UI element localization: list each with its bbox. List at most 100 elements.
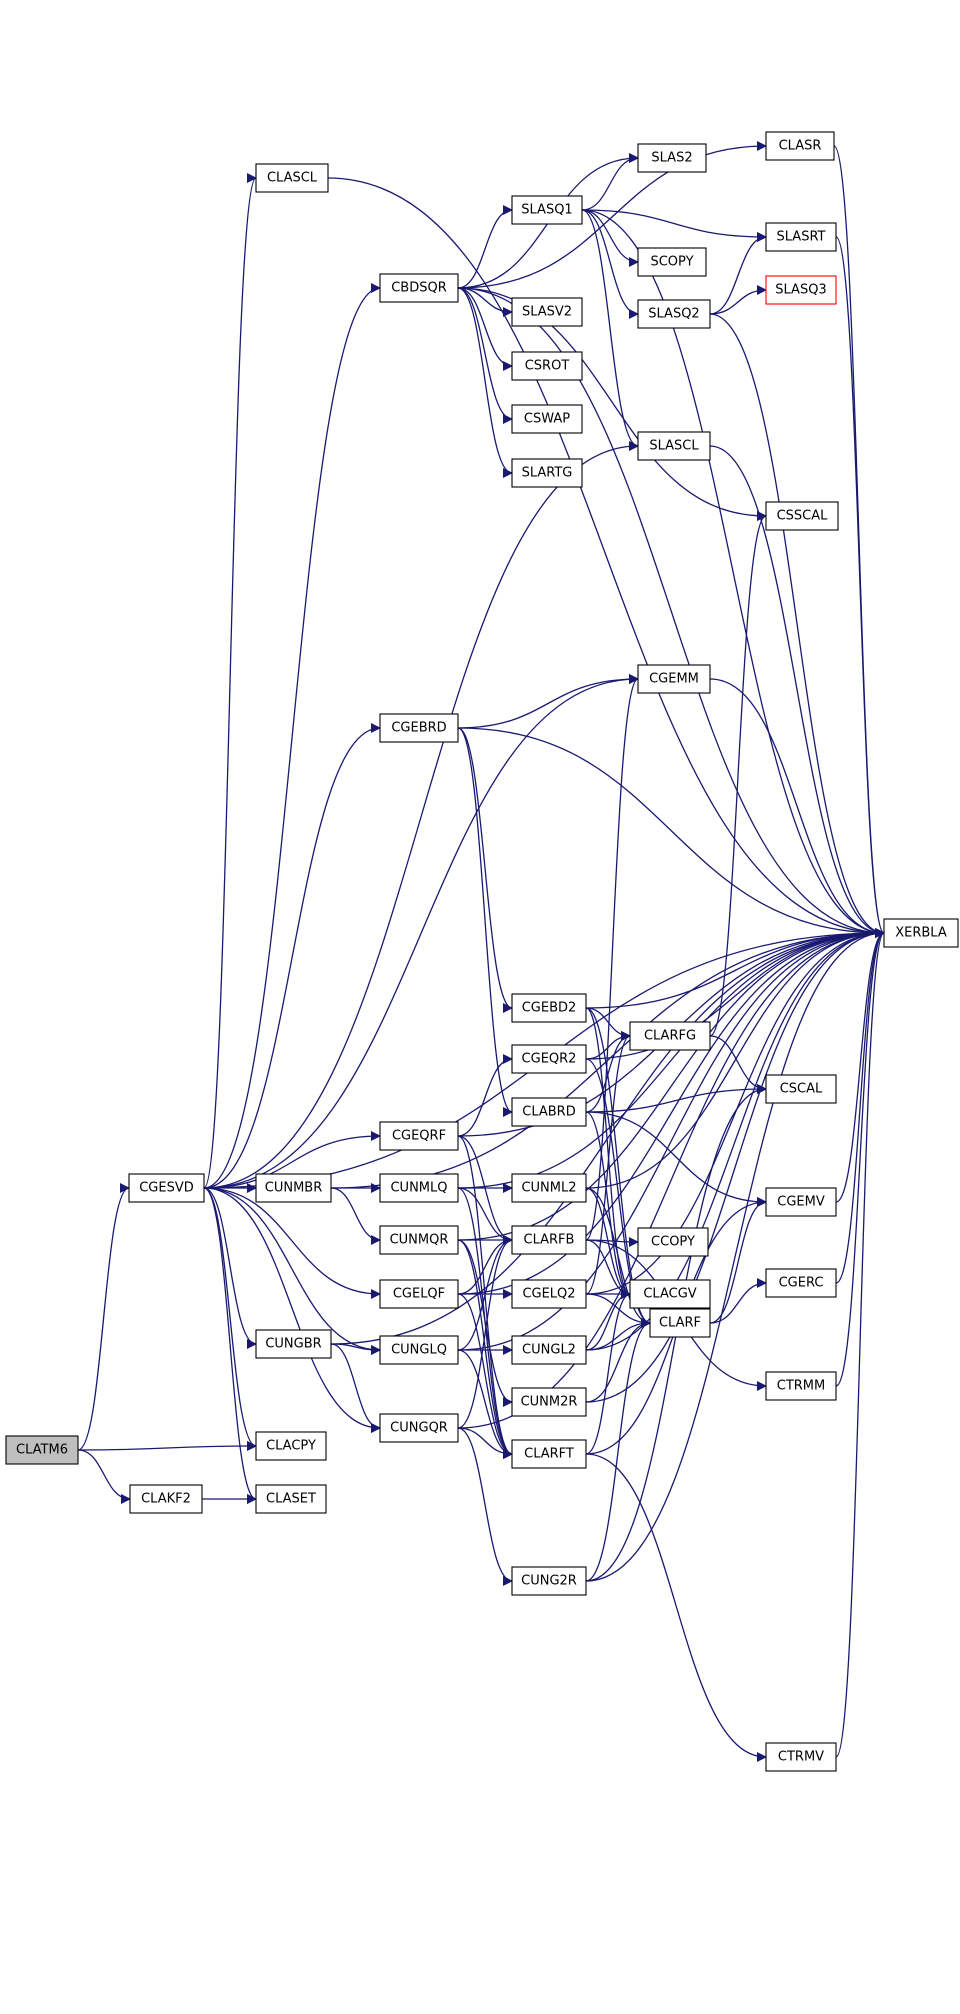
node-cungqr[interactable]: CUNGQR [379,1413,459,1443]
node-cgeqr2[interactable]: CGEQR2 [511,1044,587,1074]
node-slasv2[interactable]: SLASV2 [511,297,583,327]
edge-cunml2-to-xerbla [585,928,885,1189]
node-label: SLASRT [777,230,826,245]
node-box [379,1413,459,1443]
node-clakf2[interactable]: CLAKF2 [129,1484,203,1514]
node-label: CTRMM [777,1379,825,1394]
node-label: SLAS2 [651,151,692,166]
node-clacgv[interactable]: CLACGV [629,1279,711,1309]
edge-cgelq2-to-xerbla [585,928,885,1295]
node-claset[interactable]: CLASET [255,1484,327,1514]
node-label: CGEBD2 [522,1001,577,1016]
node-csrot[interactable]: CSROT [511,351,583,381]
node-cunmlq[interactable]: CUNMLQ [379,1173,459,1203]
node-ccopy[interactable]: CCOPY [637,1227,709,1257]
node-box [511,1335,587,1365]
edge-cgelqf-to-clarft [457,1293,513,1459]
node-cgemm[interactable]: CGEMM [637,664,711,694]
node-cbdsqr[interactable]: CBDSQR [379,273,459,303]
node-label: SLASQ3 [775,283,826,298]
node-box [511,351,583,381]
node-slasq2[interactable]: SLASQ2 [637,299,711,329]
node-clabrd[interactable]: CLABRD [511,1097,587,1127]
node-label: SLASQ2 [648,307,699,322]
node-box [511,297,583,327]
node-box [765,222,837,252]
node-slasq3[interactable]: SLASQ3 [765,275,837,305]
node-box [255,1484,327,1514]
node-clatm6[interactable]: CLATM6 [5,1435,79,1465]
edge-slasq1-to-slasq2 [581,209,639,319]
node-cscal[interactable]: CSCAL [765,1074,837,1104]
node-clasr[interactable]: CLASR [765,131,835,161]
node-scopy[interactable]: SCOPY [637,247,707,277]
edge-cgerc-to-xerbla [835,928,885,1284]
node-xerbla[interactable]: XERBLA [883,918,959,948]
node-cgebd2[interactable]: CGEBD2 [511,993,587,1023]
edge-cung2r-to-xerbla [585,928,885,1582]
edge-slasq1-to-slasrt [581,209,767,242]
node-box [511,458,583,488]
edge-cunglq-to-xerbla [457,928,885,1351]
node-ctrmm[interactable]: CTRMM [765,1371,837,1401]
edge-clabrd-to-cscal [585,1084,767,1113]
edges [77,141,885,1762]
node-label: CGEQRF [392,1129,446,1144]
edge-cgemv-to-xerbla [835,928,885,1203]
node-label: CBDSQR [391,281,447,296]
node-clarf[interactable]: CLARF [649,1308,711,1338]
node-cgemv[interactable]: CGEMV [765,1187,837,1217]
node-ctrmv[interactable]: CTRMV [765,1742,837,1772]
edge-cbdsqr-to-slasq1 [457,205,513,289]
node-cgelqf[interactable]: CGELQF [379,1279,459,1309]
node-cswap[interactable]: CSWAP [511,404,583,434]
node-clarfb[interactable]: CLARFB [511,1225,587,1255]
node-slasq1[interactable]: SLASQ1 [511,195,583,225]
node-box [765,501,839,531]
node-label: CUNMQR [390,1233,449,1248]
node-label: CLACGV [643,1287,696,1302]
node-box [379,713,459,743]
edge-clabrd-to-cgemv [585,1111,767,1207]
node-clacpy[interactable]: CLACPY [255,1431,327,1461]
node-label: SLASQ1 [521,203,572,218]
edge-cgesvd-to-clacpy [203,1187,257,1451]
node-slascl[interactable]: SLASCL [637,431,711,461]
edge-cunglq-to-clarft [457,1349,513,1459]
node-cungbr[interactable]: CUNGBR [255,1329,332,1359]
node-cgebrd[interactable]: CGEBRD [379,713,459,743]
edge-cgesvd-to-cbdsqr [203,283,381,1189]
node-slasrt[interactable]: SLASRT [765,222,837,252]
node-clascl[interactable]: CLASCL [255,163,329,193]
node-cgelq2[interactable]: CGELQ2 [511,1279,587,1309]
edge-cgebd2-to-clacgv [585,1007,631,1299]
node-slartg[interactable]: SLARTG [511,458,583,488]
node-clarfg[interactable]: CLARFG [629,1021,711,1051]
edge-cgesvd-to-cungbr [203,1187,257,1349]
node-box [637,143,707,173]
edge-cbdsqr-to-slartg [457,287,513,478]
edge-cgesvd-to-clascl [203,173,257,1189]
node-clarft[interactable]: CLARFT [511,1439,587,1469]
node-cunmbr[interactable]: CUNMBR [255,1173,332,1203]
edge-cunmqr-to-xerbla [457,928,885,1241]
node-cungl2[interactable]: CUNGL2 [511,1335,587,1365]
node-slas2[interactable]: SLAS2 [637,143,707,173]
edge-slascl-to-xerbla [709,445,885,938]
node-cunmqr[interactable]: CUNMQR [379,1225,459,1255]
node-cunml2[interactable]: CUNML2 [511,1173,587,1203]
node-cunm2r[interactable]: CUNM2R [511,1387,587,1417]
edge-slasq2-to-slasrt [709,232,767,315]
node-cunglq[interactable]: CUNGLQ [379,1335,459,1365]
edge-cgesvd-to-cgelqf [203,1187,381,1299]
node-csscal[interactable]: CSSCAL [765,501,839,531]
node-cgerc[interactable]: CGERC [765,1268,837,1298]
node-box [765,1074,837,1104]
node-cung2r[interactable]: CUNG2R [511,1566,587,1596]
edge-cbdsqr-to-clasr [457,141,767,289]
edge-cungqr-to-clarfb [457,1235,513,1429]
node-cgesvd[interactable]: CGESVD [128,1173,205,1203]
node-cgeqrf[interactable]: CGEQRF [379,1121,459,1151]
node-box [379,1121,459,1151]
